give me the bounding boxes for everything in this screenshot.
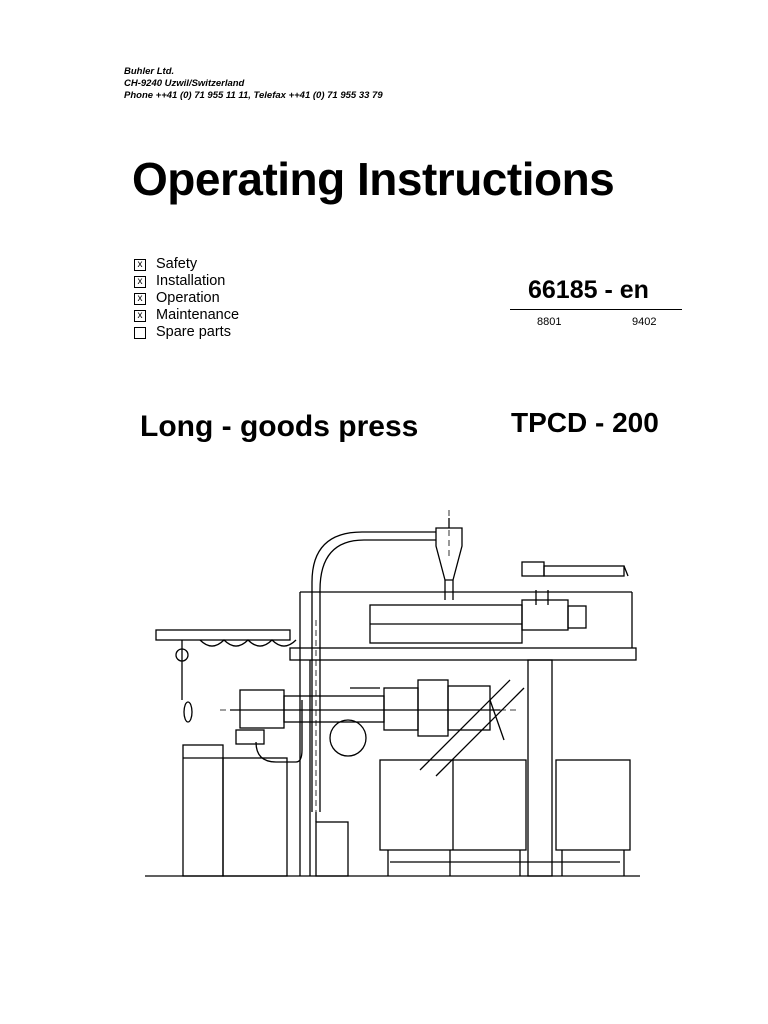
control-cabinet-icon — [182, 744, 288, 877]
model-number: TPCD - 200 — [511, 407, 659, 438]
extruder-screw-icon — [230, 679, 500, 737]
checklist-label: Maintenance — [156, 307, 240, 323]
product-name: Long - goods press — [140, 410, 419, 443]
inclined-conveyor-icon — [419, 679, 525, 777]
checklist-label: Safety — [156, 256, 198, 272]
checklist-label: Installation — [156, 273, 226, 289]
checkbox-checked-icon: x — [134, 258, 146, 271]
checklist-item-maintenance: x Maintenance — [134, 307, 239, 324]
hanger-rail-icon — [155, 629, 297, 723]
company-name: Buhler Ltd. — [124, 66, 175, 77]
machine-drawing — [145, 510, 640, 880]
mixer-icon — [369, 590, 587, 644]
checklist-item-operation: x Operation — [134, 290, 239, 307]
checklist-label: Spare parts — [156, 324, 231, 340]
dryer-cabinet-icon — [379, 759, 631, 876]
checklist-item-spare-parts: Spare parts — [134, 324, 239, 341]
motor-icon — [521, 561, 629, 577]
press-frame-icon — [289, 591, 637, 876]
company-contact: Phone ++41 (0) 71 955 11 11, Telefax ++4… — [124, 90, 383, 101]
page-title: Operating Instructions — [132, 153, 615, 205]
checklist-item-safety: x Safety — [134, 256, 239, 273]
company-header: Buhler Ltd. CH-9240 Uzwil/Switzerland Ph… — [124, 66, 383, 102]
checklist-label: Operation — [156, 290, 220, 306]
checklist-item-installation: x Installation — [134, 273, 239, 290]
conveyor-pipe-icon — [311, 531, 436, 877]
support-column-icon — [527, 659, 553, 877]
document-date-left: 8801 — [537, 316, 562, 328]
section-checklist: x Safety x Installation x Operation x Ma… — [134, 256, 239, 341]
checkbox-empty-icon — [134, 326, 146, 339]
centerline-icon — [220, 510, 520, 880]
document-number-rule — [510, 309, 682, 310]
company-address: CH-9240 Uzwil/Switzerland — [124, 78, 245, 89]
document-number: 66185 - en — [528, 276, 649, 304]
bent-pipe-icon — [255, 700, 303, 763]
document-date-right: 9402 — [632, 316, 657, 328]
fan-icon — [329, 719, 367, 757]
checkbox-checked-icon: x — [134, 309, 146, 322]
checkbox-checked-icon: x — [134, 275, 146, 288]
checkbox-checked-icon: x — [134, 292, 146, 305]
